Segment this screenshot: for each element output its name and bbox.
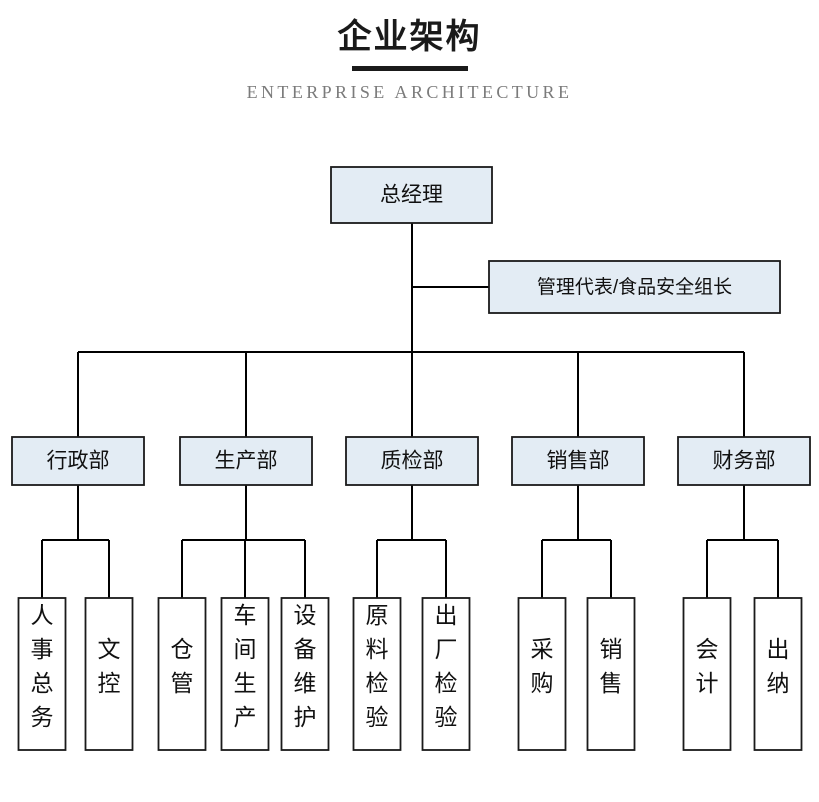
node-purchasing[interactable]: 采购 [517,597,567,751]
node-workshop-box [220,597,270,751]
node-accounting-box [682,597,732,751]
node-selling-label: 销售 [600,636,623,696]
node-finance-label: 财务部 [713,450,776,473]
node-workshop-label: 车间生产 [234,602,257,730]
node-mgmt-rep[interactable]: 管理代表/食品安全组长 [488,260,781,314]
node-production-label: 生产部 [215,450,278,473]
node-gm-box [330,166,493,224]
node-sales-dept[interactable]: 销售部 [511,436,645,486]
node-selling-box [586,597,636,751]
node-mgmt-rep-label: 管理代表/食品安全组长 [537,276,732,298]
node-purchasing-box [517,597,567,751]
node-maintenance[interactable]: 设备维护 [280,597,330,751]
node-production-box [179,436,313,486]
node-raw-inspect-box [352,597,402,751]
node-production[interactable]: 生产部 [179,436,313,486]
node-admin-label: 行政部 [47,450,110,473]
node-selling[interactable]: 销售 [586,597,636,751]
node-cashier-box [753,597,803,751]
node-finance-box [677,436,811,486]
node-final-inspect-label: 出厂检验 [435,602,458,730]
node-sales-dept-label: 销售部 [547,450,610,473]
node-doc-control-label: 文控 [98,636,121,696]
node-accounting[interactable]: 会计 [682,597,732,751]
node-warehouse-label: 仓管 [171,636,194,696]
node-admin[interactable]: 行政部 [11,436,145,486]
node-maintenance-label: 设备维护 [294,602,317,730]
node-cashier-label: 出纳 [767,636,790,696]
node-raw-inspect[interactable]: 原料检验 [352,597,402,751]
node-hr-label: 人事总务 [31,602,54,730]
node-doc-control-box [84,597,134,751]
node-hr[interactable]: 人事总务 [17,597,67,751]
node-quality-box [345,436,479,486]
node-purchasing-label: 采购 [531,636,554,696]
node-maintenance-box [280,597,330,751]
page-subtitle: ENTERPRISE ARCHITECTURE [246,82,573,102]
node-gm[interactable]: 总经理 [330,166,493,224]
node-cashier[interactable]: 出纳 [753,597,803,751]
chart-header: 企业架构 ENTERPRISE ARCHITECTURE [0,0,819,103]
node-warehouse[interactable]: 仓管 [157,597,207,751]
node-admin-box [11,436,145,486]
node-quality-label: 质检部 [381,450,444,473]
node-final-inspect-box [421,597,471,751]
node-mgmt-rep-box [488,260,781,314]
node-gm-label: 总经理 [380,184,443,207]
node-warehouse-box [157,597,207,751]
node-finance[interactable]: 财务部 [677,436,811,486]
node-workshop[interactable]: 车间生产 [220,597,270,751]
node-hr-box [17,597,67,751]
connector-lines [41,223,779,598]
node-quality[interactable]: 质检部 [345,436,479,486]
page-title: 企业架构 [337,18,482,56]
node-raw-inspect-label: 原料检验 [366,602,389,730]
node-final-inspect[interactable]: 出厂检验 [421,597,471,751]
title-divider [351,66,468,71]
node-doc-control[interactable]: 文控 [84,597,134,751]
node-accounting-label: 会计 [696,636,719,696]
node-sales-dept-box [511,436,645,486]
